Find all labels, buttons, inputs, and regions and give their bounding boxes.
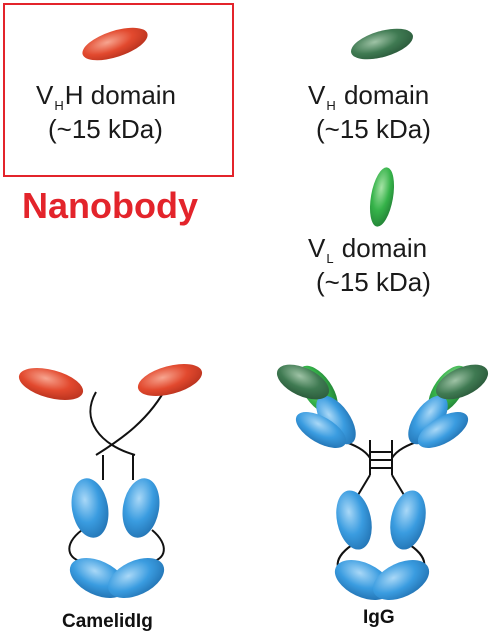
vl-size-label: (~15 kDa) [316,267,431,297]
vh-size-label: (~15 kDa) [316,114,431,144]
vl-v-letter: V [308,233,326,263]
vhh-domain-label: VHH domain [36,80,176,115]
vhh-size-label: (~15 kDa) [48,114,163,144]
vh-v-letter: V [308,80,326,110]
vl-subscript: L [326,251,334,266]
vhh-domain-text: H domain [64,80,177,110]
igg-structure [276,364,489,600]
camelid-caption: CamelidIg [62,611,153,632]
vl-domain-shape [369,167,395,227]
vhh-v-letter: V [36,80,54,110]
vh-subscript: H [326,98,336,113]
vhh-subscript: H [54,98,64,113]
vhh-domain-shape [82,27,148,61]
vh-domain-label: VH domain [308,80,429,115]
nanobody-title: Nanobody [22,185,198,226]
vl-domain-label: VL domain [308,233,427,268]
camelid-ig-structure [18,364,203,598]
vh-domain-shape [351,28,413,60]
vl-domain-text: domain [334,233,428,263]
vh-domain-text: domain [336,80,430,110]
igg-caption: IgG [363,607,395,628]
nanobody-box [3,3,234,177]
